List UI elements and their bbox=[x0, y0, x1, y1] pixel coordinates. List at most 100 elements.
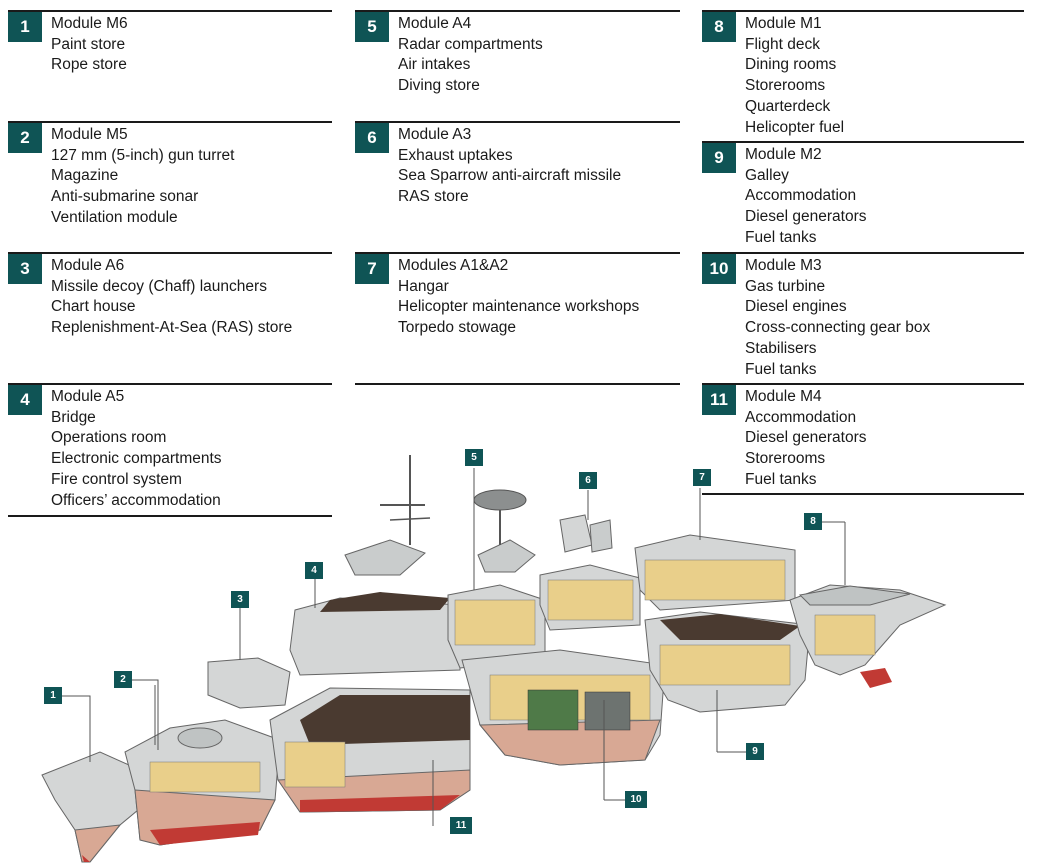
module-9-galley-module bbox=[644, 611, 811, 753]
callout-8: 8 bbox=[804, 513, 822, 530]
module-item: Stabilisers bbox=[745, 339, 817, 357]
module-item: Magazine bbox=[51, 167, 119, 185]
legend-module-8: 8 Module M1 Flight deck Dining rooms Sto… bbox=[702, 10, 1024, 140]
module-item: RAS store bbox=[398, 188, 469, 206]
module-item: Quarterdeck bbox=[745, 97, 831, 115]
callout-10: 10 bbox=[625, 791, 647, 808]
mast-assembly bbox=[344, 455, 431, 576]
callout-9: 9 bbox=[746, 743, 764, 760]
callout-6: 6 bbox=[579, 472, 597, 489]
module-number-badge: 8 bbox=[702, 12, 736, 42]
module-item: Accommodation bbox=[745, 408, 857, 426]
module-item: Fuel tanks bbox=[745, 228, 817, 246]
module-title: Module M5 bbox=[51, 126, 128, 143]
module-item: Rope store bbox=[51, 56, 127, 74]
module-item: Fuel tanks bbox=[745, 360, 817, 378]
module-item: Storerooms bbox=[745, 77, 826, 95]
legend-module-11: 11 Module M4 Accommodation Diesel genera… bbox=[702, 383, 1024, 498]
module-text: Module M1 Flight deck Dining rooms Store… bbox=[745, 14, 844, 138]
module-title: Module M6 bbox=[51, 15, 128, 32]
legend-module-7: 7 Modules A1&A2 Hangar Helicopter mainte… bbox=[355, 252, 680, 387]
legend-module-6: 6 Module A3 Exhaust uptakes Sea Sparrow … bbox=[355, 121, 680, 241]
callout-4: 4 bbox=[305, 562, 323, 579]
module-text: Module A6 Missile decoy (Chaff) launcher… bbox=[51, 256, 292, 339]
module-title: Module M1 bbox=[745, 15, 822, 32]
callout-2: 2 bbox=[114, 671, 132, 688]
module-number-badge: 9 bbox=[702, 143, 736, 173]
module-item: Flight deck bbox=[745, 35, 820, 53]
module-item: Hangar bbox=[398, 277, 449, 295]
module-8-stern-module bbox=[789, 521, 947, 688]
callout-5: 5 bbox=[465, 449, 483, 466]
divider bbox=[8, 515, 332, 517]
module-item: Gas turbine bbox=[745, 277, 826, 295]
module-number-badge: 10 bbox=[702, 254, 736, 284]
module-item: Accommodation bbox=[745, 187, 857, 205]
module-item: Helicopter maintenance workshops bbox=[398, 298, 640, 316]
divider bbox=[702, 252, 1024, 254]
module-item: Fuel tanks bbox=[745, 470, 817, 488]
module-5-radar-module bbox=[447, 468, 546, 669]
divider bbox=[702, 10, 1024, 12]
module-item: Bridge bbox=[51, 408, 96, 426]
module-title: Module A3 bbox=[398, 126, 472, 143]
module-6-exhaust-module bbox=[539, 490, 641, 631]
callout-11: 11 bbox=[450, 817, 472, 834]
callout-3: 3 bbox=[231, 591, 249, 608]
module-item: Exhaust uptakes bbox=[398, 146, 513, 164]
module-title: Module A4 bbox=[398, 15, 472, 32]
module-text: Module M6 Paint store Rope store bbox=[51, 14, 128, 76]
module-text: Module A5 Bridge Operations room Electro… bbox=[51, 387, 222, 511]
module-item: Officers’ accommodation bbox=[51, 491, 221, 509]
callout-7: 7 bbox=[693, 469, 711, 486]
module-item: Diesel generators bbox=[745, 208, 867, 226]
module-text: Module A4 Radar compartments Air intakes… bbox=[398, 14, 543, 97]
module-2-bow-section bbox=[124, 685, 281, 846]
module-number-badge: 3 bbox=[8, 254, 42, 284]
module-11-hull bbox=[269, 687, 471, 813]
module-text: Module M3 Gas turbine Diesel engines Cro… bbox=[745, 256, 930, 380]
module-10-engine-module bbox=[461, 649, 666, 801]
module-number-badge: 6 bbox=[355, 123, 389, 153]
module-text: Module M5 127 mm (5-inch) gun turret Mag… bbox=[51, 125, 235, 229]
module-text: Modules A1&A2 Hangar Helicopter maintena… bbox=[398, 256, 639, 339]
module-item: Missile decoy (Chaff) launchers bbox=[51, 277, 267, 295]
module-item: Helicopter fuel bbox=[745, 118, 845, 136]
divider bbox=[702, 141, 1024, 143]
module-item: Diesel generators bbox=[745, 429, 867, 447]
legend-module-10: 10 Module M3 Gas turbine Diesel engines … bbox=[702, 252, 1024, 382]
module-text: Module M4 Accommodation Diesel generator… bbox=[745, 387, 866, 491]
module-text: Module A3 Exhaust uptakes Sea Sparrow an… bbox=[398, 125, 621, 208]
legend-module-2: 2 Module M5 127 mm (5-inch) gun turret M… bbox=[8, 121, 332, 241]
module-number-badge: 11 bbox=[702, 385, 736, 415]
divider bbox=[355, 121, 680, 123]
module-item: Radar compartments bbox=[398, 35, 543, 53]
module-3-deck-module bbox=[207, 610, 291, 709]
module-1-bow bbox=[41, 700, 151, 863]
module-number-badge: 5 bbox=[355, 12, 389, 42]
module-item: Dining rooms bbox=[745, 56, 837, 74]
module-title: Module A6 bbox=[51, 257, 125, 274]
divider bbox=[8, 252, 332, 254]
module-item: Cross-connecting gear box bbox=[745, 319, 931, 337]
divider bbox=[8, 10, 332, 12]
module-text: Module M2 Galley Accommodation Diesel ge… bbox=[745, 145, 866, 249]
module-item: Torpedo stowage bbox=[398, 319, 517, 337]
leader-lines bbox=[62, 580, 434, 826]
divider bbox=[8, 121, 332, 123]
module-4-superstructure bbox=[289, 575, 461, 676]
module-title: Module M2 bbox=[745, 146, 822, 163]
module-item: Chart house bbox=[51, 298, 136, 316]
module-item: 127 mm (5-inch) gun turret bbox=[51, 146, 235, 164]
legend-module-5: 5 Module A4 Radar compartments Air intak… bbox=[355, 10, 680, 110]
module-item: Paint store bbox=[51, 35, 126, 53]
module-item: Replenishment-At-Sea (RAS) store bbox=[51, 319, 293, 337]
module-number-badge: 4 bbox=[8, 385, 42, 415]
legend-module-4: 4 Module A5 Bridge Operations room Elect… bbox=[8, 383, 332, 519]
module-item: Storerooms bbox=[745, 450, 826, 468]
module-item: Galley bbox=[745, 166, 789, 184]
module-item: Sea Sparrow anti-aircraft missile bbox=[398, 167, 622, 185]
module-title: Module A5 bbox=[51, 388, 125, 405]
module-title: Module M3 bbox=[745, 257, 822, 274]
module-number-badge: 7 bbox=[355, 254, 389, 284]
